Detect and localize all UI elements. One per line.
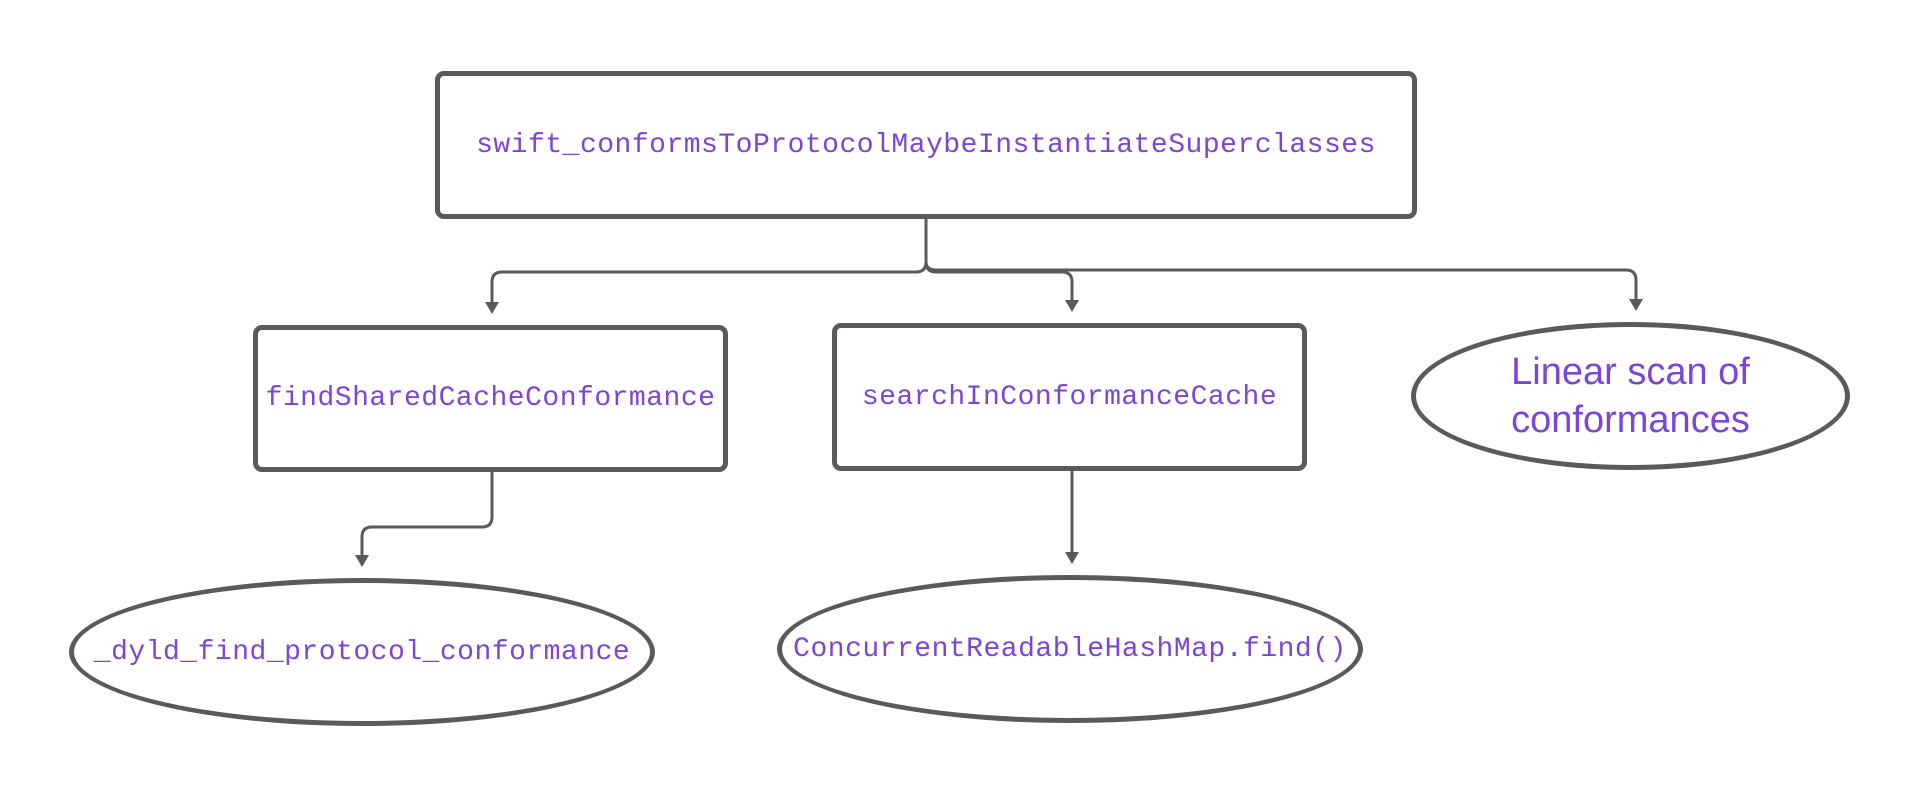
node-label: swift_conformsToProtocolMaybeInstantiate… (476, 129, 1376, 161)
node-concurrent-readable-hashmap-find: ConcurrentReadableHashMap.find() (777, 575, 1363, 723)
edge-root-to-search-cache (924, 219, 1079, 312)
node-label: _dyld_find_protocol_conformance (93, 636, 631, 668)
edge-find-shared-to-dyld (355, 472, 494, 567)
node-swift-conforms-to-protocol: swift_conformsToProtocolMaybeInstantiate… (435, 71, 1417, 219)
node-label: searchInConformanceCache (861, 381, 1278, 413)
node-dyld-find-protocol-conformance: _dyld_find_protocol_conformance (69, 578, 655, 726)
node-search-in-conformance-cache: searchInConformanceCache (832, 323, 1307, 471)
edge-root-to-linear-scan (924, 219, 1643, 311)
node-label: findSharedCacheConformance (265, 383, 716, 414)
edge-root-to-find-shared (485, 219, 928, 314)
node-linear-scan-of-conformances: Linear scan of conformances (1411, 322, 1850, 470)
node-label: Linear scan of conformances (1511, 351, 1750, 441)
node-find-shared-cache-conformance: findSharedCacheConformance (253, 325, 728, 472)
node-label: ConcurrentReadableHashMap.find() (793, 633, 1347, 665)
